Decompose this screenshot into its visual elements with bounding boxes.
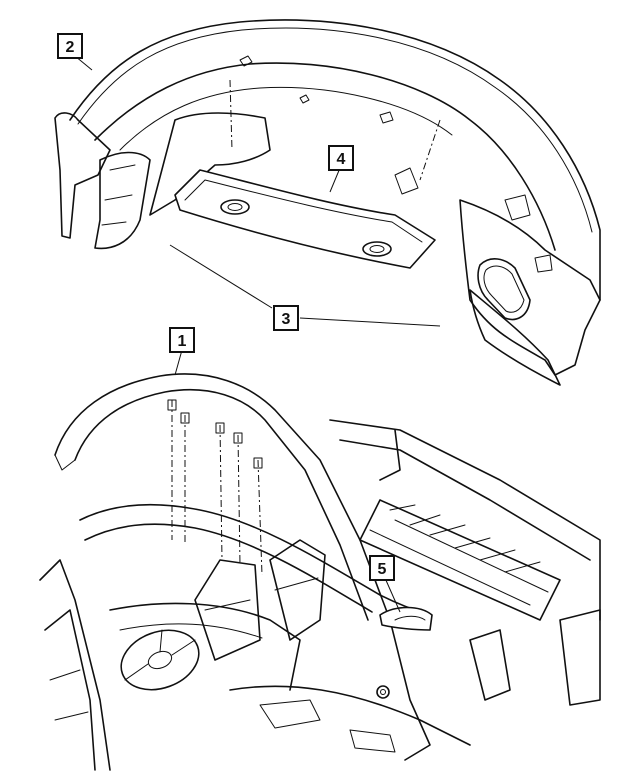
callout-2: 2 <box>57 33 83 59</box>
callout-1: 1 <box>169 327 195 353</box>
lower-sport-bar-assembly <box>39 373 601 771</box>
callout-1-label: 1 <box>178 333 187 350</box>
callout-4-label: 4 <box>337 151 346 168</box>
header-trim-panel <box>174 169 436 269</box>
leader-lines <box>74 55 441 613</box>
fastener-screws <box>167 399 263 469</box>
callout-5-label: 5 <box>378 561 387 578</box>
callout-3-label: 3 <box>282 311 291 328</box>
upper-trim-assembly <box>54 19 601 386</box>
callout-4: 4 <box>328 145 354 171</box>
callout-3: 3 <box>273 305 299 331</box>
callout-2-label: 2 <box>66 39 75 56</box>
callout-5: 5 <box>369 555 395 581</box>
